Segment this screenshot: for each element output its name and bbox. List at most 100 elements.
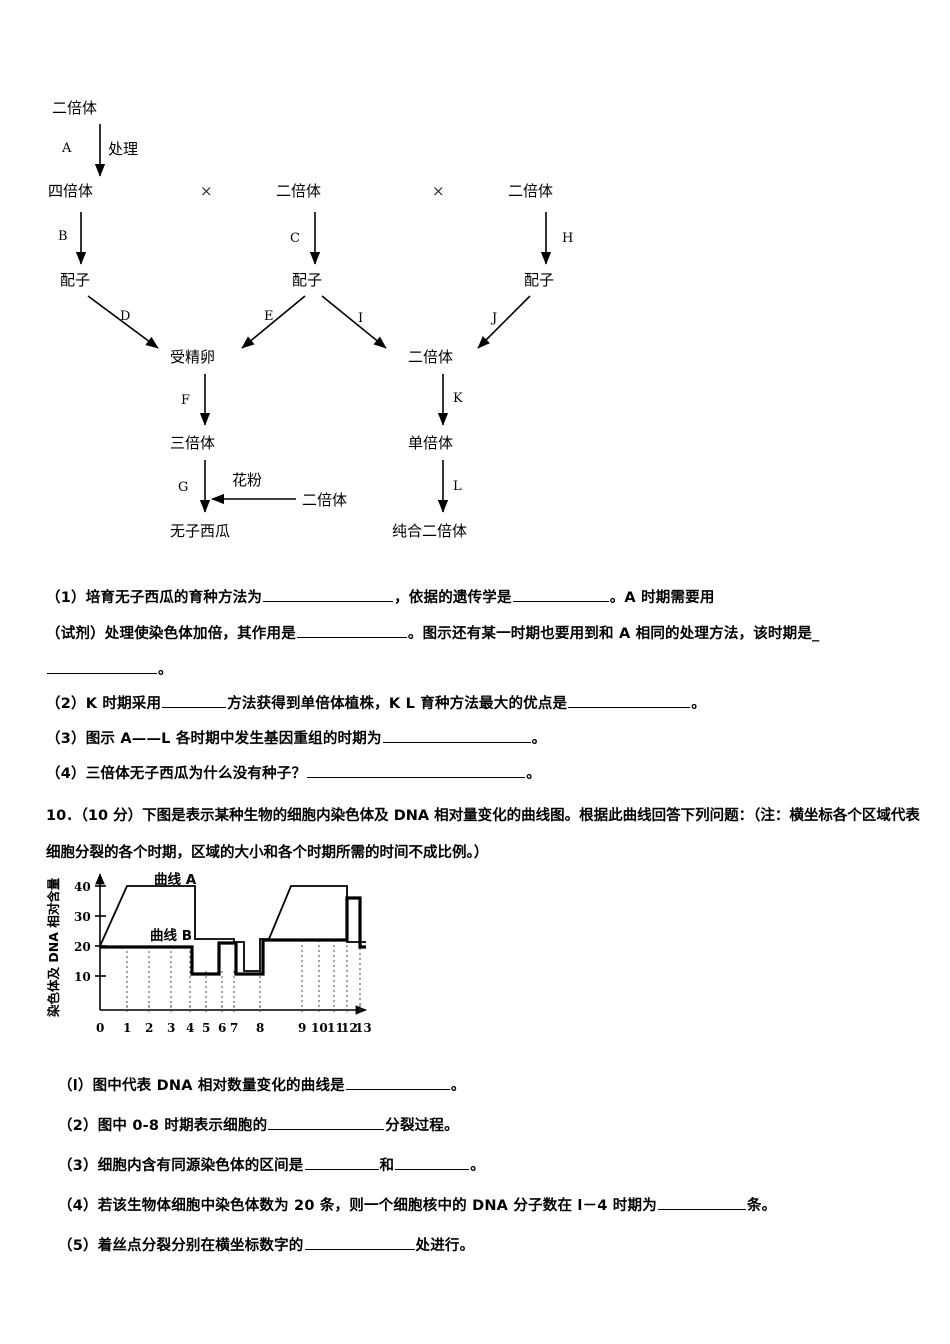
arrow-label-K: K <box>453 391 463 406</box>
q9-p1-seg-e: 。图示还有某一时期也要用到和 A 相同的处理方法，该时期是_ <box>407 626 820 642</box>
node-gamete-left: 配子 <box>60 271 90 289</box>
x-axis-tick-labels: 0 1 2 3 4 5 6 7 8 9 10 11 12 13 <box>96 1021 372 1035</box>
arrow-label-I: I <box>358 311 363 326</box>
q9-p1-seg-d: （试剂）处理使染色体加倍，其作用是 <box>46 626 296 642</box>
arrow-label-G: G <box>178 480 188 495</box>
node-diploid-right: 二倍体 <box>508 182 553 200</box>
q9-p3-seg-b: 。 <box>531 731 547 747</box>
xtick-12: 12 <box>341 1021 358 1035</box>
q10-blank-3[interactable] <box>304 1154 379 1170</box>
breeding-flowchart: 二倍体 A 处理 四倍体 × 二倍体 × 二倍体 B C H 配子 配子 配子 … <box>0 0 950 560</box>
q10-s3-seg-b: 和 <box>379 1158 395 1174</box>
q9-p3-seg-a: （3）图示 A——L 各时期中发生基因重组的时期为 <box>46 731 382 747</box>
question9-part4: （4）三倍体无子西瓜为什么没有种子？ 。 <box>46 756 914 792</box>
q10-s1-seg-a: （l）图中代表 DNA 相对数量变化的曲线是 <box>58 1078 345 1094</box>
y-axis-ticks: 40 30 20 10 <box>74 880 106 984</box>
q9-p1-seg-b: ，依据的遗传学是 <box>394 590 512 606</box>
arrow-label-H: H <box>562 231 573 246</box>
xtick-11: 11 <box>327 1021 344 1035</box>
q10-s1-seg-b: 。 <box>450 1078 466 1094</box>
q10-s2-seg-a: （2）图中 0-8 时期表示细胞的 <box>58 1118 268 1134</box>
ytick-10: 10 <box>74 970 91 984</box>
q10-blank-5[interactable] <box>657 1194 746 1210</box>
q9-blank-4[interactable] <box>47 658 157 674</box>
xtick-9: 9 <box>298 1021 306 1035</box>
q9-blank-3[interactable] <box>296 622 407 638</box>
node-pollen-source-diploid: 二倍体 <box>302 491 347 509</box>
q9-blank-5[interactable] <box>162 692 227 708</box>
xtick-13: 13 <box>355 1021 372 1035</box>
grid-dashed-verticals <box>126 940 361 1010</box>
cross-mark-1: × <box>200 182 213 200</box>
cross-mark-2: × <box>432 182 445 200</box>
xtick-8: 8 <box>256 1021 264 1035</box>
q9-blank-8[interactable] <box>307 762 526 778</box>
node-pure-diploid: 纯合二倍体 <box>392 522 467 540</box>
curve-a-label: 曲线 A <box>154 871 197 888</box>
question10-sub2: （2）图中 0-8 时期表示细胞的 分裂过程。 <box>58 1108 926 1144</box>
y-axis-title: 染色体及 DNA 相对含量 <box>46 877 61 1018</box>
curve-b-chromosome <box>100 896 366 976</box>
question9-part2: （2）K 时期采用方法获得到单倍体植株，K L 育种方法最大的优点是。 <box>46 686 914 722</box>
q10-s5-seg-a: （5）着丝点分裂分别在横坐标数字的 <box>58 1238 304 1254</box>
arrow-label-E: E <box>264 309 274 324</box>
q9-p2-seg-c: 。 <box>691 696 706 712</box>
curve-a-dna <box>99 885 366 972</box>
ytick-40: 40 <box>74 880 91 894</box>
question9-part1-cont: （试剂）处理使染色体加倍，其作用是 。图示还有某一时期也要用到和 A 相同的处理方… <box>46 616 914 652</box>
xtick-4: 4 <box>186 1021 194 1035</box>
arrow-label-F: F <box>181 393 190 408</box>
node-haploid: 单倍体 <box>408 434 453 452</box>
x-axis-ticks <box>126 1005 361 1014</box>
q10-s5-seg-b: 处进行。 <box>415 1238 475 1254</box>
arrow-label-D: D <box>120 309 130 324</box>
node-seedless-watermelon: 无子西瓜 <box>170 522 230 540</box>
question10-sub5: （5）着丝点分裂分别在横坐标数字的 处进行。 <box>58 1228 926 1264</box>
q9-p1-seg-f: 。 <box>158 662 173 678</box>
q9-p4-seg-b: 。 <box>526 766 541 782</box>
xtick-10: 10 <box>311 1021 328 1035</box>
q9-p1-seg-a: （1）培育无子西瓜的育种方法为 <box>46 590 263 606</box>
node-diploid-top: 二倍体 <box>52 99 97 117</box>
q10-blank-1[interactable] <box>345 1074 450 1090</box>
q9-blank-6[interactable] <box>568 692 691 708</box>
xtick-6: 6 <box>218 1021 226 1035</box>
xtick-5: 5 <box>202 1021 210 1035</box>
q10-s2-seg-b: 分裂过程。 <box>385 1118 459 1134</box>
q9-p2-seg-b: 方法获得到单倍体植株，K L 育种方法最大的优点是 <box>227 696 568 712</box>
q10-blank-4[interactable] <box>395 1154 470 1170</box>
annotation-treatment: 处理 <box>108 140 138 158</box>
arrow-label-A: A <box>61 141 72 156</box>
question9-part3: （3）图示 A——L 各时期中发生基因重组的时期为 。 <box>46 721 914 757</box>
node-zygote: 受精卵 <box>170 348 215 366</box>
xtick-0: 0 <box>96 1021 104 1035</box>
curve-b-label: 曲线 B <box>150 927 192 944</box>
arrow-label-B: B <box>58 229 68 244</box>
q10-blank-6[interactable] <box>304 1234 415 1250</box>
q9-blank-7[interactable] <box>382 727 531 743</box>
chromosome-dna-curve-chart: 染色体及 DNA 相对含量 40 30 20 10 <box>44 862 394 1054</box>
node-triploid: 三倍体 <box>170 434 215 452</box>
question10-stem: 10．（10 分）下图是表示某种生物的细胞内染色体及 DNA 相对量变化的曲线图… <box>46 808 920 861</box>
xtick-1: 1 <box>123 1021 131 1035</box>
q10-s4-seg-a: （4）若该生物体细胞中染色体数为 20 条，则一个细胞核中的 DNA 分子数在 … <box>58 1198 657 1214</box>
q9-blank-1[interactable] <box>263 586 394 602</box>
node-diploid-mid: 二倍体 <box>276 182 321 200</box>
ytick-20: 20 <box>74 940 91 954</box>
question10-sub1: （l）图中代表 DNA 相对数量变化的曲线是 。 <box>58 1068 926 1104</box>
node-tetraploid: 四倍体 <box>48 182 93 200</box>
xtick-7: 7 <box>230 1021 238 1035</box>
question9-part1: （1）培育无子西瓜的育种方法为，依据的遗传学是。A 时期需要用 <box>46 580 914 616</box>
ytick-30: 30 <box>74 910 91 924</box>
q10-s3-seg-c: 。 <box>470 1158 485 1174</box>
arrow-label-L: L <box>453 479 462 494</box>
question10-sub4: （4）若该生物体细胞中染色体数为 20 条，则一个细胞核中的 DNA 分子数在 … <box>58 1188 926 1224</box>
q10-blank-2[interactable] <box>268 1114 385 1130</box>
q10-s3-seg-a: （3）细胞内含有同源染色体的区间是 <box>58 1158 304 1174</box>
node-gamete-mid: 配子 <box>292 271 322 289</box>
q9-p4-seg-a: （4）三倍体无子西瓜为什么没有种子？ <box>46 766 307 782</box>
xtick-2: 2 <box>145 1021 153 1035</box>
arrow-label-J: J <box>490 311 497 326</box>
q10-s4-seg-b: 条。 <box>746 1198 777 1214</box>
q9-blank-2[interactable] <box>512 586 609 602</box>
